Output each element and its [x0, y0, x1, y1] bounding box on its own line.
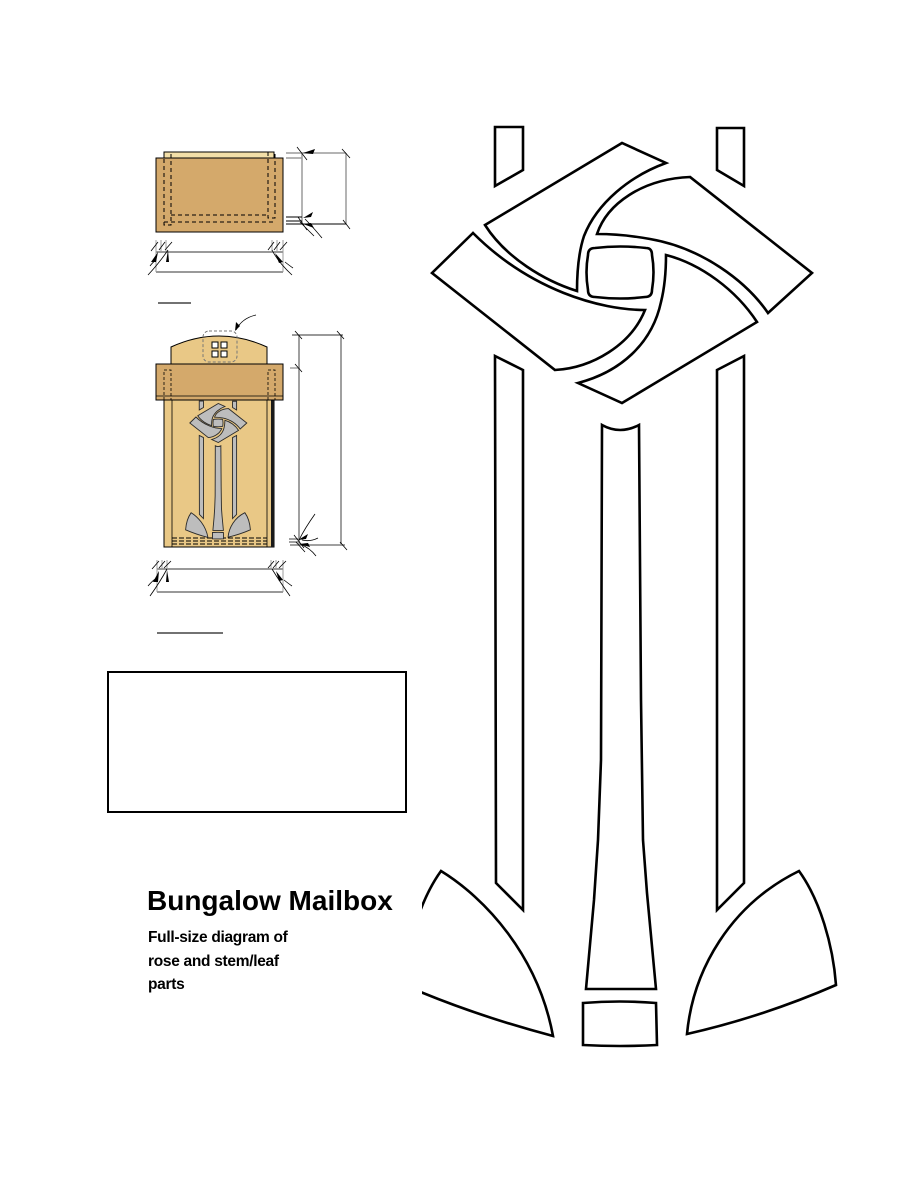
page-subtitle: Full-size diagram of rose and stem/leaf …	[148, 926, 288, 997]
stem-base-block	[581, 1000, 659, 1048]
rose-petal-lower-right	[574, 253, 759, 405]
front-view-window-panes	[211, 341, 228, 358]
full-size-pattern	[422, 125, 838, 1048]
rose-petal-upper-right	[595, 175, 815, 315]
front-view-side-lines	[171, 400, 268, 547]
stem	[584, 422, 658, 991]
front-view-lid-hidden-lines	[163, 369, 276, 400]
front-view-height-dimension	[289, 330, 348, 557]
front-view-back-panel	[170, 335, 268, 367]
top-view-lid	[155, 157, 284, 233]
front-view-body-shadow	[271, 400, 274, 547]
front-view-bottom-hidden-lines	[172, 537, 267, 545]
subtitle-line: Full-size diagram of	[148, 929, 288, 946]
callout-leader	[235, 314, 257, 331]
front-view-lid	[155, 363, 284, 401]
right-long-bar	[715, 353, 746, 914]
top-view-width-dimension	[147, 240, 294, 276]
right-leaf	[685, 869, 838, 1036]
top-view-drawing	[147, 146, 351, 304]
top-right-bar	[715, 126, 746, 189]
front-view-window-callout	[202, 330, 238, 363]
callout-arrowhead	[235, 322, 240, 331]
left-leaf	[422, 869, 555, 1038]
subtitle-line: parts	[148, 976, 185, 993]
subtitle-line: rose and stem/leaf	[148, 952, 279, 970]
rose-petal-lower-left	[430, 231, 647, 372]
front-view-drawing	[147, 314, 348, 634]
notes-box	[107, 671, 407, 813]
top-left-bar	[493, 125, 525, 189]
rose-center-square	[585, 245, 655, 300]
rose-petal-upper-left	[483, 141, 670, 293]
page-title: Bungalow Mailbox	[147, 885, 393, 916]
left-long-bar	[493, 353, 525, 914]
front-view-width-dimension	[147, 560, 293, 597]
top-view-height-dimension	[286, 146, 351, 239]
top-view-back-strip	[163, 151, 275, 159]
